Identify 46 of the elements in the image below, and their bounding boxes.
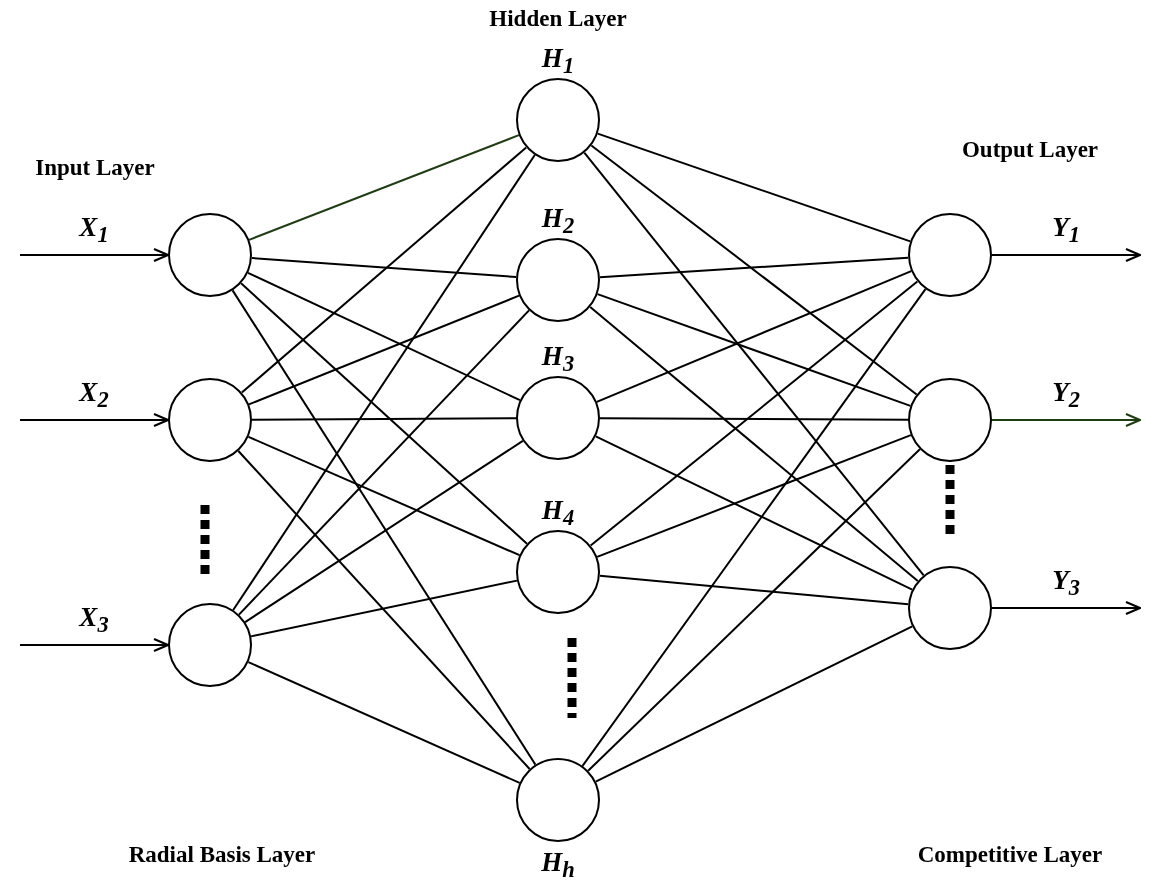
connection-line xyxy=(587,448,921,772)
connection-line xyxy=(598,256,910,279)
connection-line xyxy=(250,579,518,638)
arrow xyxy=(19,248,169,262)
layer-title: Input Layer xyxy=(35,155,155,181)
connection-line xyxy=(589,305,919,583)
connection-line xyxy=(250,257,518,278)
arrow xyxy=(991,601,1141,615)
connection-line xyxy=(248,134,520,241)
connection-line xyxy=(596,434,912,558)
connection-line xyxy=(594,435,914,591)
connection-line xyxy=(596,293,912,407)
arrow xyxy=(19,638,169,652)
connection-line xyxy=(240,282,528,545)
connection-line xyxy=(594,625,914,783)
layer-title: Radial Basis Layer xyxy=(128,842,316,868)
connection-line xyxy=(251,417,517,421)
connection-line xyxy=(595,270,913,403)
layer-title: Output Layer xyxy=(961,137,1099,163)
arrow xyxy=(991,413,1141,427)
connection-line xyxy=(247,661,521,784)
arrow xyxy=(19,413,169,427)
connection-line xyxy=(240,146,528,394)
node-label: H$_{4}$ xyxy=(541,494,575,530)
layer-title: Competitive Layer xyxy=(917,842,1103,868)
connection-line xyxy=(599,417,909,421)
layer-title: Hidden Layer xyxy=(489,6,627,32)
connection-line xyxy=(232,154,536,611)
node-label: H$_{2}$ xyxy=(541,202,575,238)
connection-line xyxy=(238,309,530,616)
connection-line xyxy=(247,271,521,402)
connection-line xyxy=(244,439,524,624)
connection-line xyxy=(590,144,918,396)
node-label: H$_{h}$ xyxy=(541,846,575,882)
connection-line xyxy=(581,288,927,767)
connection-line xyxy=(583,151,925,577)
connection-line xyxy=(237,449,531,771)
connection-line xyxy=(598,574,910,606)
connection-line xyxy=(589,280,919,547)
connection-line xyxy=(247,294,521,406)
connection-line xyxy=(247,435,521,557)
connection-line xyxy=(231,289,537,766)
arrow xyxy=(991,248,1141,262)
connection-line xyxy=(596,132,912,243)
node-label: H$_{3}$ xyxy=(541,340,575,376)
node-label: H$_{1}$ xyxy=(541,42,575,78)
